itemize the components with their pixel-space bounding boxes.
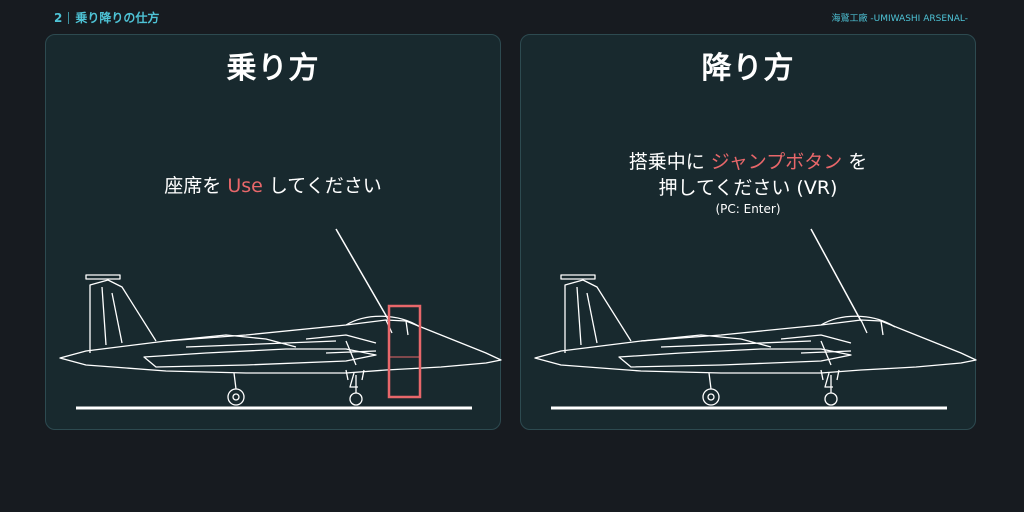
page-number: 2	[54, 10, 63, 25]
section-title: 乗り降りの仕方	[75, 11, 160, 25]
jump-button-keyword: ジャンプボタン	[710, 151, 843, 173]
boarding-panel: 乗り方 座席を Use してください	[45, 34, 502, 430]
boarding-title: 乗り方	[226, 51, 320, 86]
exit-instruction-prefix: 搭乗中に	[628, 151, 711, 173]
jet-canopy	[345, 315, 421, 328]
use-keyword: Use	[227, 175, 263, 197]
jet-nose-wheel	[824, 392, 838, 406]
boarding-instruction-prefix: 座席を	[164, 175, 228, 197]
jet-illustration-left	[59, 228, 502, 410]
seat-highlight-box	[387, 304, 422, 399]
jet-fuselage	[534, 319, 977, 374]
jet-tail-fin	[89, 279, 157, 353]
callout-line	[810, 228, 862, 322]
exit-instruction: 搭乗中に ジャンプボタン を 押してください (VR) (PC: Enter)	[521, 149, 975, 217]
jet-illustration-right	[534, 228, 977, 410]
jet-main-wheel	[702, 388, 720, 406]
boarding-instruction: 座席を Use してください	[46, 173, 500, 199]
exit-title: 降り方	[701, 51, 795, 86]
callout-line	[335, 228, 389, 320]
exit-instruction-suffix: を	[842, 151, 868, 173]
brand-label: 海鷲工廠 -UMIWASHI ARSENAL-	[831, 14, 968, 24]
jet-wing	[143, 348, 377, 368]
jet-canopy	[820, 315, 896, 328]
exit-instruction-line1: 搭乗中に ジャンプボタン を	[521, 149, 975, 175]
page-header: 2 乗り降りの仕方	[54, 9, 159, 26]
exit-instruction-note: (PC: Enter)	[715, 202, 781, 216]
jet-wing	[618, 348, 852, 368]
jet-nose-wheel	[349, 392, 363, 406]
exit-panel: 降り方 搭乗中に ジャンプボタン を 押してください (VR) (PC: Ent…	[520, 34, 977, 430]
jet-main-wheel	[227, 388, 245, 406]
boarding-instruction-suffix: してください	[262, 175, 382, 197]
jet-tail-fin	[564, 279, 632, 353]
header-divider	[68, 11, 70, 24]
exit-instruction-line2: 押してください (VR)	[658, 177, 838, 199]
jet-fuselage	[59, 319, 502, 374]
